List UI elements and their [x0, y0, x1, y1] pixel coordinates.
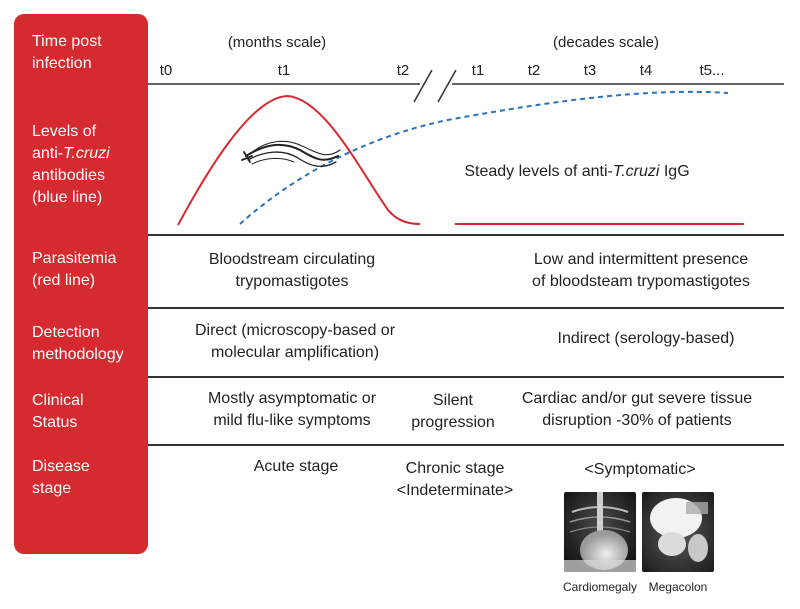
trypanosome-icon — [241, 140, 341, 168]
row-label-clinical-line2: Status — [32, 414, 78, 431]
clinical-severe-line2: disruption -30% of patients — [542, 412, 732, 429]
cardiomegaly-xray-icon — [564, 492, 636, 572]
months-scale-label: (months scale) — [227, 34, 327, 51]
tick-decade-t2: t2 — [527, 62, 541, 79]
disease-chronic-text: Chronic stage <Indeterminate> — [397, 458, 514, 502]
antibody-steady-species: T.cruzi — [612, 163, 660, 180]
row-label-antibodies-line2: anti-T.cruzi — [32, 143, 110, 165]
tick-decade-t5: t5... — [699, 62, 725, 79]
disease-chronic-line1: Chronic stage — [405, 460, 505, 477]
axis-break-mark — [437, 69, 457, 103]
antibody-steady-text: Steady levels of anti-T.cruzi IgG — [464, 161, 689, 183]
row-label-antibodies-anti: anti- — [32, 145, 64, 162]
row-label-parasitemia: Parasitemia (red line) — [32, 248, 116, 292]
disease-chronic-line2: <Indeterminate> — [396, 482, 514, 499]
row-label-disease: Disease stage — [32, 456, 90, 500]
row-label-detection-line1: Detection — [32, 324, 100, 341]
tick-month-t2: t2 — [396, 62, 410, 79]
row-label-parasitemia-line1: Parasitemia — [32, 250, 117, 267]
clinical-acute-line1: Mostly asymptomatic or — [207, 390, 377, 407]
row-divider — [148, 444, 784, 446]
row-label-clinical-line1: Clinical — [32, 392, 84, 409]
row-label-time-line2: infection — [32, 55, 92, 72]
clinical-silent-line1: Silent — [432, 392, 474, 409]
row-label-detection: Detection methodology — [32, 322, 124, 366]
detection-acute-line1: Direct (microscopy-based or — [194, 322, 396, 339]
clinical-silent-line2: progression — [411, 414, 495, 431]
megacolon-caption: Megacolon — [648, 580, 708, 594]
cardiomegaly-caption: Cardiomegaly — [562, 580, 638, 594]
row-label-sidebar — [14, 14, 148, 554]
row-label-disease-line1: Disease — [32, 458, 90, 475]
parasitemia-chronic-line1: Low and intermittent presence — [533, 251, 749, 268]
row-label-antibodies-line3: antibodies — [32, 167, 105, 184]
row-label-antibodies-species: T.cruzi — [63, 145, 110, 162]
detection-acute-line2: molecular amplification) — [210, 344, 380, 361]
parasitemia-chronic-line2: of bloodsteam trypomastigotes — [532, 273, 750, 290]
parasitemia-acute-text: Bloodstream circulating trypomastigotes — [209, 249, 375, 293]
clinical-acute-text: Mostly asymptomatic or mild flu-like sym… — [208, 388, 376, 432]
megacolon-xray-icon — [642, 492, 714, 572]
disease-acute-text: Acute stage — [253, 458, 339, 475]
axis-break-mark — [413, 69, 433, 103]
parasitemia-acute-line1: Bloodstream circulating — [208, 251, 376, 268]
tick-month-t0: t0 — [159, 62, 173, 79]
row-label-parasitemia-line2: (red line) — [32, 272, 96, 289]
row-label-detection-line2: methodology — [32, 346, 124, 363]
row-label-antibodies-line1: Levels of — [32, 123, 97, 140]
antibody-steady-prefix: Steady levels of anti- — [464, 163, 613, 180]
disease-symptomatic-text: <Symptomatic> — [584, 461, 696, 478]
row-label-clinical: Clinical Status — [32, 390, 84, 434]
tick-decade-t1: t1 — [471, 62, 485, 79]
row-label-antibodies: Levels of anti-T.cruzi antibodies (blue … — [32, 121, 110, 209]
clinical-acute-line2: mild flu-like symptoms — [213, 412, 371, 429]
row-label-time: Time post infection — [32, 31, 102, 75]
parasitemia-acute-line2: trypomastigotes — [235, 273, 349, 290]
parasitemia-chronic-text: Low and intermittent presence of bloodst… — [532, 249, 750, 293]
antibody-steady-suffix: IgG — [659, 163, 690, 180]
parasitemia-acute-curve — [177, 94, 421, 226]
row-divider — [148, 307, 784, 309]
clinical-severe-line1: Cardiac and/or gut severe tissue — [521, 390, 753, 407]
row-label-time-line1: Time post — [32, 33, 102, 50]
tick-decade-t4: t4 — [639, 62, 653, 79]
row-divider — [148, 376, 784, 378]
clinical-severe-text: Cardiac and/or gut severe tissue disrupt… — [522, 388, 752, 432]
detection-chronic-text: Indirect (serology-based) — [557, 330, 735, 347]
tick-decade-t3: t3 — [583, 62, 597, 79]
row-label-antibodies-line4: (blue line) — [32, 189, 103, 206]
row-divider — [148, 234, 784, 236]
row-label-disease-line2: stage — [32, 480, 72, 497]
detection-acute-text: Direct (microscopy-based or molecular am… — [195, 320, 395, 364]
clinical-silent-text: Silent progression — [411, 390, 495, 434]
decades-scale-label: (decades scale) — [553, 34, 659, 51]
tick-month-t1: t1 — [277, 62, 291, 79]
